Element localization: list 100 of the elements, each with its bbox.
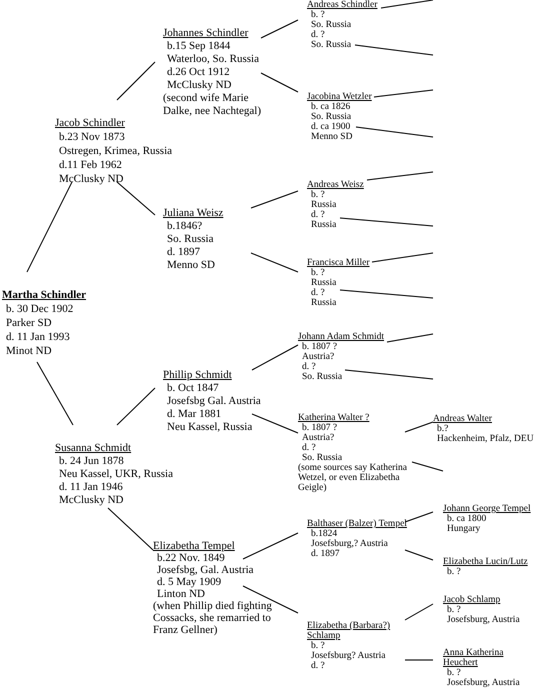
connector-line bbox=[412, 462, 444, 472]
connector-line bbox=[404, 512, 434, 522]
life-detail: b.22 Nov. 1849 bbox=[156, 552, 226, 564]
life-detail: Neu Kassel, Russia bbox=[166, 421, 254, 434]
life-detail: b. ? bbox=[310, 10, 326, 20]
life-detail: So. Russia bbox=[310, 20, 352, 30]
life-detail: McClusky ND bbox=[166, 79, 232, 92]
life-detail: McClusky ND bbox=[58, 494, 124, 507]
connector-line bbox=[250, 190, 298, 208]
person-name: Andreas Walter bbox=[433, 414, 492, 424]
life-detail: b. Oct 1847 bbox=[166, 382, 220, 395]
person-name: Katherina Walter ? bbox=[298, 413, 370, 423]
life-detail: b.1846? bbox=[166, 220, 204, 233]
life-detail: Ostregen, Krimea, Russia bbox=[58, 144, 172, 158]
connector-line bbox=[404, 422, 434, 432]
person-name: Martha Schindler bbox=[2, 288, 86, 302]
note-text: (when Phillip died fighting Cossacks, she remarried to Franz Gellner) bbox=[153, 600, 273, 636]
life-detail: d. Mar 1881 bbox=[166, 408, 222, 421]
life-detail: d. ? bbox=[310, 288, 326, 298]
life-detail: Josefsburg,? Austria bbox=[310, 539, 389, 549]
connector-line bbox=[260, 20, 298, 38]
connector-line bbox=[404, 604, 434, 620]
life-detail: Josefsburg? Austria bbox=[310, 651, 386, 661]
life-detail: d. 1897 bbox=[310, 549, 340, 559]
life-detail: d. ? bbox=[310, 661, 325, 671]
note-text: (some sources say Katherina Wetzel, or even Elizabetha Geigle) bbox=[298, 463, 408, 493]
life-detail: Menno SD bbox=[310, 132, 354, 142]
life-detail: So. Russia bbox=[166, 233, 214, 246]
person-name: Johann George Tempel bbox=[443, 504, 531, 514]
connector-line bbox=[344, 370, 434, 380]
connector-line bbox=[250, 252, 298, 272]
connector-line bbox=[340, 290, 434, 298]
person-name: Phillip Schmidt bbox=[163, 369, 232, 382]
connector-line bbox=[356, 126, 434, 138]
life-detail: Russia bbox=[310, 200, 338, 210]
connector-line bbox=[404, 550, 434, 560]
life-detail: So. Russia bbox=[310, 112, 352, 122]
connector-line bbox=[116, 182, 156, 216]
life-detail: Hackenheim, Pfalz, DEU bbox=[436, 434, 534, 444]
life-detail: d.26 Oct 1912 bbox=[166, 66, 231, 79]
person-name: Jacobina Wetzler bbox=[307, 92, 372, 102]
life-detail: d. ? bbox=[310, 30, 326, 40]
life-detail: d. ca 1900 bbox=[310, 122, 352, 132]
life-detail: Josefsbg Gal. Austria bbox=[166, 395, 261, 408]
life-detail: Minot ND bbox=[5, 344, 53, 358]
life-detail: d. 1897 bbox=[166, 246, 201, 259]
life-detail: b.1824 bbox=[310, 529, 338, 539]
life-detail: Waterloo, So. Russia bbox=[166, 53, 260, 66]
person-name: Elizabetha Tempel bbox=[153, 540, 235, 552]
life-detail: b. 1807 ? bbox=[301, 423, 338, 433]
person-name: Johannes Schindler bbox=[163, 27, 248, 40]
connector-line bbox=[354, 44, 434, 56]
person-name: Balthaser (Balzer) Tempel bbox=[307, 519, 407, 529]
life-detail: b. ? bbox=[446, 567, 462, 577]
connector-line bbox=[116, 62, 156, 100]
life-detail: b. ? bbox=[310, 190, 326, 200]
person-name: Johann Adam Schmidt bbox=[298, 332, 384, 342]
life-detail: Austria? bbox=[301, 352, 336, 362]
life-detail: b. ca 1800 bbox=[446, 514, 488, 524]
life-detail: Menno SD bbox=[166, 259, 216, 272]
person-name: Jacob Schindler bbox=[55, 116, 125, 130]
life-detail: d.11 Feb 1962 bbox=[58, 158, 123, 172]
connector-line bbox=[242, 586, 298, 614]
life-detail: So. Russia bbox=[310, 40, 352, 50]
life-detail: b.? bbox=[436, 424, 450, 434]
person-name: Francisca Miller bbox=[307, 258, 370, 268]
life-detail: Russia bbox=[310, 298, 338, 308]
person-name: Andreas Schindler bbox=[307, 0, 378, 10]
connector-line bbox=[252, 344, 298, 370]
connector-line bbox=[116, 388, 156, 426]
person-name: Jacob Schlamp bbox=[443, 595, 500, 605]
connector-line bbox=[340, 218, 434, 226]
life-detail: b. 30 Dec 1902 bbox=[5, 302, 74, 316]
life-detail: So. Russia bbox=[301, 372, 344, 382]
life-detail: b. ? bbox=[311, 641, 325, 651]
connector-line bbox=[380, 0, 434, 8]
life-detail: b. ? bbox=[310, 268, 326, 278]
life-detail: b.23 Nov 1873 bbox=[58, 130, 126, 144]
life-detail: Russia bbox=[310, 278, 338, 288]
life-detail: b. ca 1826 bbox=[310, 102, 352, 112]
person-name: Elizabetha Lucin/Lutz bbox=[443, 557, 528, 567]
connector-line bbox=[26, 182, 72, 272]
life-detail: d. ? bbox=[301, 362, 317, 372]
life-detail: McClusky ND bbox=[58, 172, 124, 186]
life-detail: Hungary bbox=[446, 524, 482, 534]
life-detail: d. ? bbox=[310, 210, 326, 220]
person-name: Andreas Weisz bbox=[307, 180, 364, 190]
life-detail: Russia bbox=[310, 220, 338, 230]
life-detail: b. 1807 ? bbox=[301, 342, 338, 352]
connector-line bbox=[252, 414, 298, 434]
connector-line bbox=[36, 362, 74, 426]
life-detail: d. 11 Jan 1946 bbox=[58, 481, 124, 494]
life-detail: Neu Kassel, UKR, Russia bbox=[58, 468, 173, 481]
person-name: Juliana Weisz bbox=[163, 207, 224, 220]
connector-line bbox=[386, 334, 434, 342]
life-detail: b. 24 Jun 1878 bbox=[58, 455, 125, 468]
life-detail: Josefsburg, Austria bbox=[446, 615, 520, 625]
connector-line bbox=[366, 172, 434, 180]
connector-line bbox=[372, 252, 434, 262]
life-detail: So. Russia bbox=[301, 453, 344, 463]
